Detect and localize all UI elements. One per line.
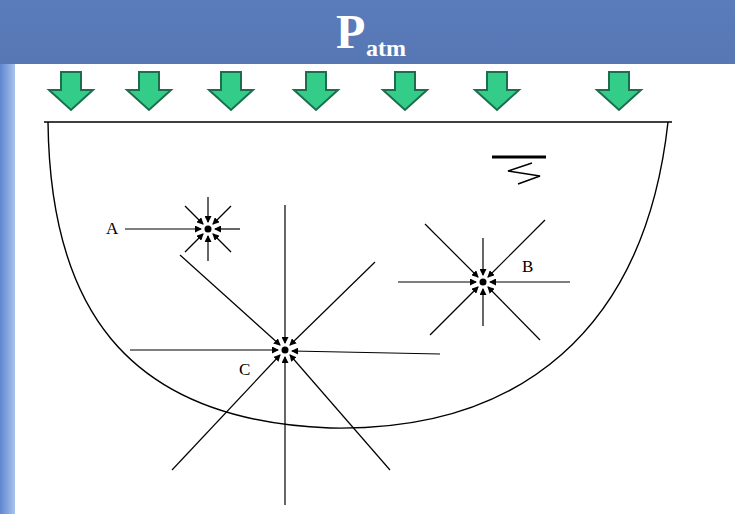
- pressure-arrows: [49, 72, 641, 110]
- points: [205, 226, 487, 354]
- point-label: B: [522, 258, 533, 275]
- title-band: [0, 0, 735, 64]
- point-c-forces: [130, 205, 440, 505]
- point-a-forces: [125, 197, 240, 261]
- container: [44, 122, 672, 428]
- pressure-symbol: P: [336, 8, 365, 56]
- point-b-forces: [398, 220, 570, 340]
- pressure-subscript: atm: [366, 36, 406, 60]
- point-label: A: [106, 220, 118, 237]
- point-label: C: [239, 361, 250, 378]
- side-strip: [0, 64, 15, 514]
